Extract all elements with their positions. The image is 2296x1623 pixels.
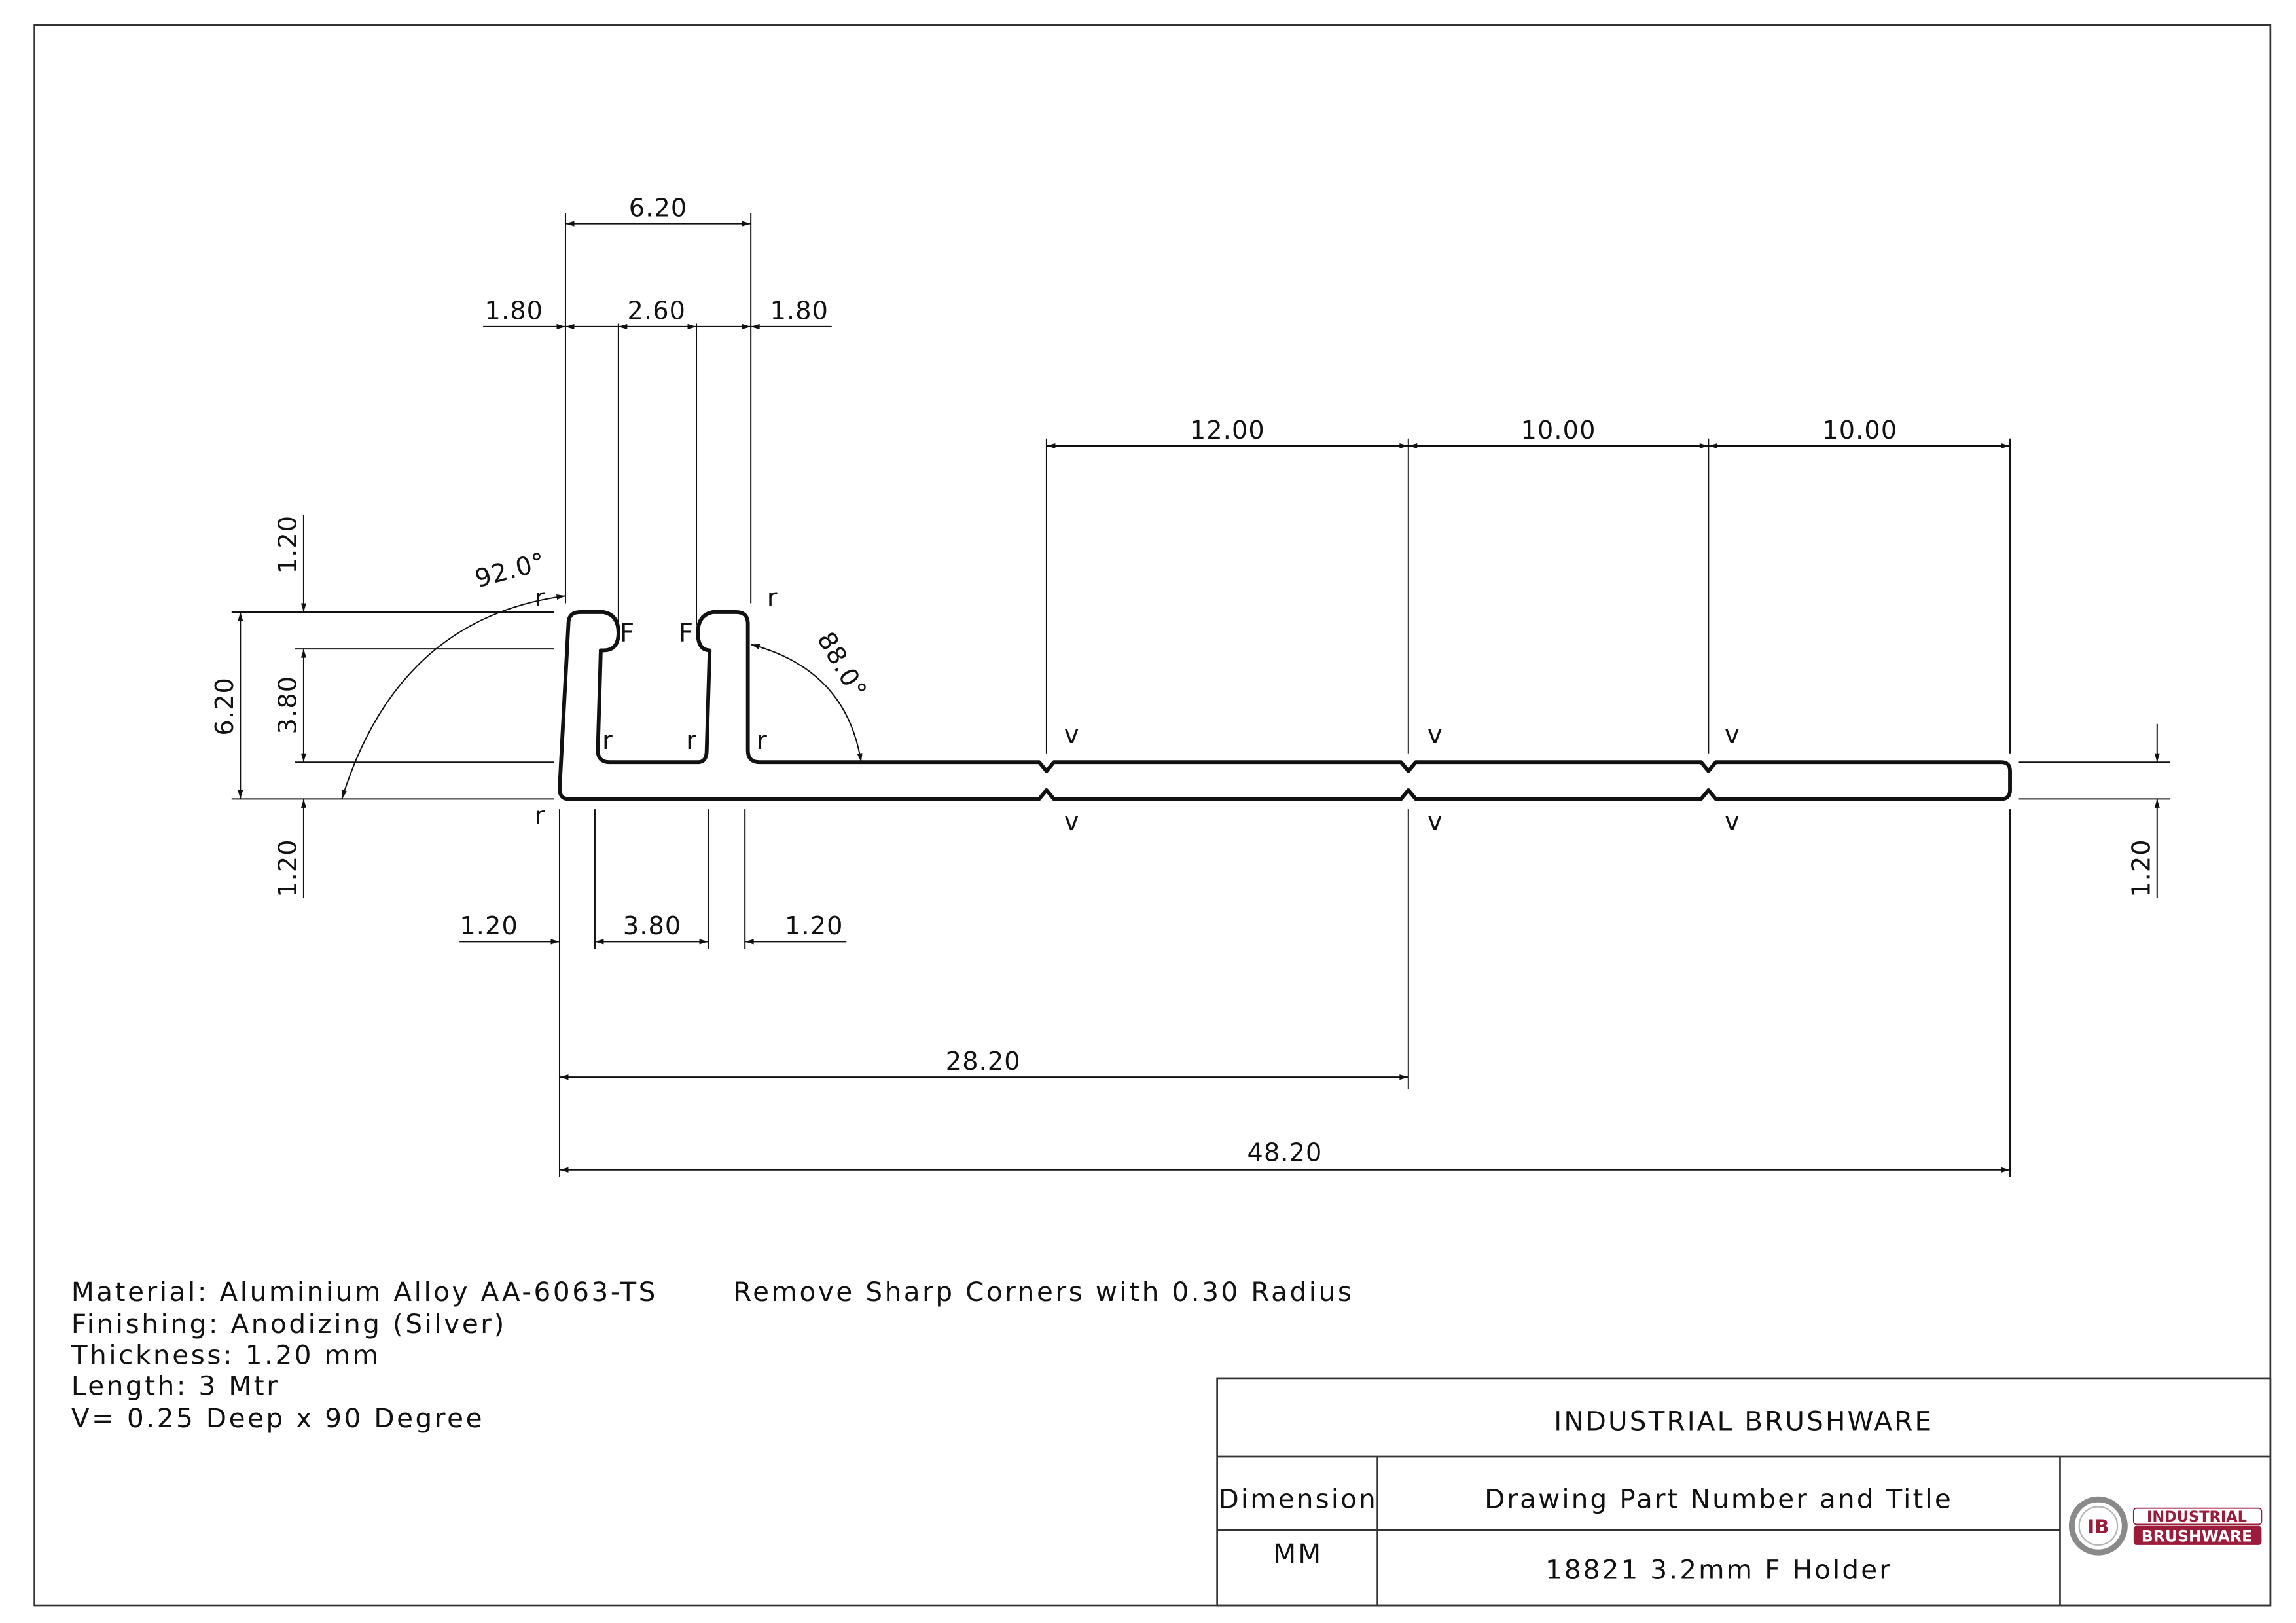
note-groove: V= 0.25 Deep x 90 Degree <box>71 1402 484 1434</box>
groove-marker: v <box>1725 721 1740 750</box>
dim-to-second-groove: 28.20 <box>946 1048 1021 1076</box>
dim-left-top-thickness: 1.20 <box>274 515 303 574</box>
groove-marker: v <box>1427 808 1443 837</box>
dim-left-inner-height: 3.80 <box>274 676 303 735</box>
dimension-lines <box>238 221 2160 1173</box>
groove-marker: v <box>1427 721 1443 750</box>
fillet-marker: F <box>620 619 635 648</box>
notes: Material: Aluminium Alloy AA-6063-TS Fin… <box>71 1276 1354 1434</box>
dim-left-bottom-thickness: 1.20 <box>274 839 303 898</box>
dim-top-overall: 6.20 <box>629 194 688 223</box>
drawing-border <box>33 24 2272 1607</box>
dim-left-height: 6.20 <box>211 677 240 736</box>
note-length: Length: 3 Mtr <box>71 1370 280 1402</box>
dimension-label: Dimension <box>1219 1484 1378 1515</box>
dim-bottom-left-wall: 1.20 <box>459 912 518 941</box>
logo-line1: INDUSTRIAL <box>2147 1508 2247 1525</box>
part-title: 18821 3.2mm F Holder <box>1545 1554 1892 1586</box>
note-corners: Remove Sharp Corners with 0.30 Radius <box>733 1276 1354 1307</box>
dimension-unit: MM <box>1273 1538 1323 1569</box>
profile-outline <box>558 610 2012 801</box>
groove-marker: v <box>1064 721 1080 750</box>
dim-top-slot: 2.60 <box>628 297 687 326</box>
dim-overall-length: 48.20 <box>1247 1139 1323 1167</box>
extension-lines <box>231 213 2171 1178</box>
radius-marker: r <box>757 727 768 756</box>
dim-top-left-lip: 1.80 <box>485 297 544 326</box>
radius-marker: r <box>602 727 613 756</box>
dimension-labels: 6.20 1.80 2.60 1.80 12.00 10.00 10.00 1.… <box>211 194 2157 1167</box>
feature-markers: r r r r r r F F v v v v v v <box>535 584 1740 837</box>
radius-marker: r <box>767 584 778 613</box>
fillet-marker: F <box>679 619 694 648</box>
dim-seg-1: 12.00 <box>1190 416 1265 445</box>
dim-top-right-lip: 1.80 <box>770 297 829 326</box>
note-thickness: Thickness: 1.20 mm <box>71 1339 381 1370</box>
dim-seg-2: 10.00 <box>1521 416 1596 445</box>
dim-bottom-channel: 3.80 <box>623 912 682 941</box>
groove-marker: v <box>1064 808 1080 837</box>
angle-right: 88.0° <box>811 627 872 704</box>
logo-mark: IB <box>2087 1516 2109 1538</box>
radius-marker: r <box>535 802 546 831</box>
dim-bottom-right-wall: 1.20 <box>785 912 844 941</box>
radius-marker: r <box>535 584 546 613</box>
title-block: INDUSTRIAL BRUSHWARE Dimension MM Drawin… <box>1216 1377 2272 1607</box>
dim-right-thickness: 1.20 <box>2128 839 2157 898</box>
logo-line2: BRUSHWARE <box>2142 1527 2252 1545</box>
dim-seg-3: 10.00 <box>1822 416 1897 445</box>
title-label: Drawing Part Number and Title <box>1484 1484 1953 1515</box>
note-material: Material: Aluminium Alloy AA-6063-TS <box>71 1276 658 1307</box>
radius-marker: r <box>686 727 697 756</box>
note-finishing: Finishing: Anodizing (Silver) <box>71 1308 507 1340</box>
company-logo: IB INDUSTRIAL BRUSHWARE <box>2068 1496 2263 1556</box>
groove-marker: v <box>1725 808 1740 837</box>
company-name: INDUSTRIAL BRUSHWARE <box>1554 1406 1933 1437</box>
